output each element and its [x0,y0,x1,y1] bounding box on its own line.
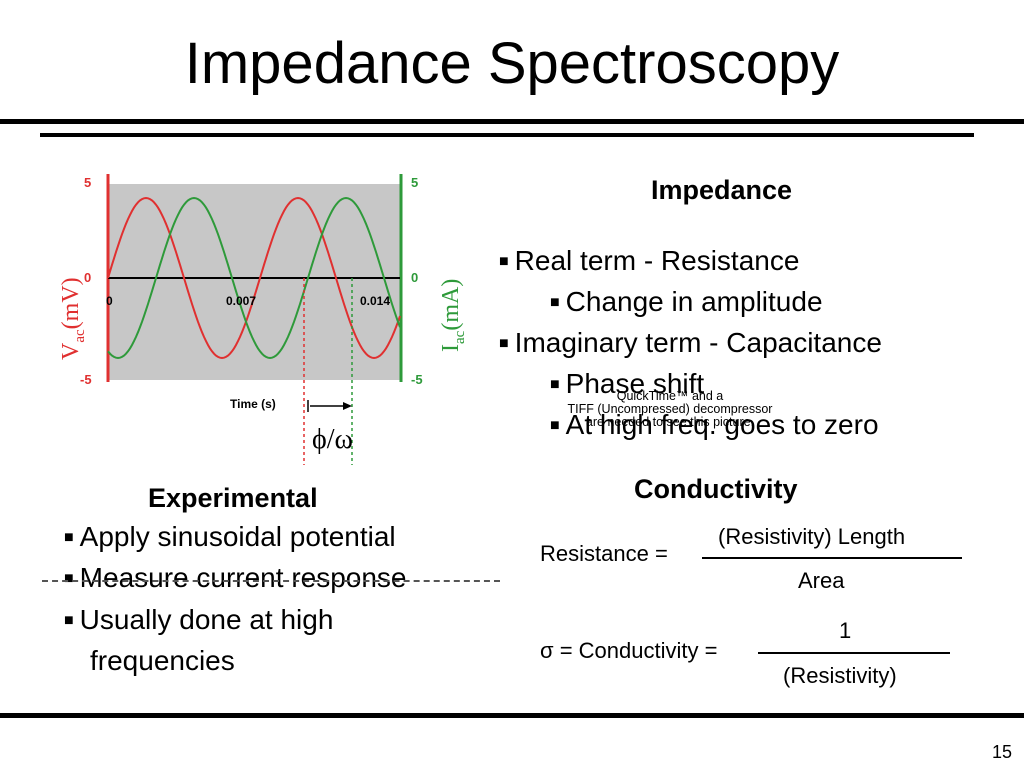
impedance-bullet-5: ■ At high freq. goes to zero [550,408,879,443]
title-divider [0,119,1024,124]
eq1-denominator: Area [798,568,845,593]
eq2-lhs: σ = Conductivity = [540,638,718,663]
plot-area [108,184,400,380]
bullet-square-icon: ■ [64,529,74,546]
sinusoid-figure: ϕ/ω 5 0 -5 5 0 -5 Vac(mV) Iac(mA) 0 0.00… [58,174,468,465]
impedance-heading: Impedance [651,175,793,205]
right-tick-mid: 0 [411,270,418,285]
left-tick-bottom: -5 [80,372,92,387]
footer-divider [0,713,1024,718]
experimental-bullet-3: ■ Usually done at high [64,603,333,638]
bullet-square-icon: ■ [550,376,560,393]
eq1-lhs: Resistance = [540,541,668,566]
content-divider [40,133,974,137]
image-placeholder-line-3: are needed to see this picture. [585,415,755,429]
experimental-bullet-2: ■ Measure current response [64,561,407,596]
dashed-strike-line [42,580,500,582]
impedance-bullet-4: ■ Phase shift [550,367,704,402]
bullet-square-icon: ■ [499,253,509,270]
bullet-square-icon: ■ [550,294,560,311]
eq2-numerator: 1 [839,618,852,643]
bullet-square-icon: ■ [550,417,560,434]
left-tick-mid: 0 [84,270,91,285]
image-placeholder-line-1: QuickTime™ and a [616,389,724,403]
bullet-text: Change in amplitude [565,286,823,317]
experimental-heading: Experimental [148,483,318,513]
experimental-bullet-3-continued: frequencies [90,645,235,676]
experimental-bullet-1: ■ Apply sinusoidal potential [64,520,396,555]
eq2-denominator: (Resistivity) [783,663,897,688]
x-tick-1: 0.007 [226,294,256,308]
phase-arrow-head-right [343,402,352,410]
bullet-square-icon: ■ [64,612,74,629]
bullet-text: Measure current response [79,562,407,593]
impedance-bullet-1: ■ Real term - Resistance [499,244,799,279]
image-placeholder-line-2: TIFF (Uncompressed) decompressor [567,402,773,416]
x-tick-2: 0.014 [360,294,390,308]
bullet-text: Imaginary term - Capacitance [514,327,882,358]
right-tick-top: 5 [411,175,418,190]
left-tick-top: 5 [84,175,91,190]
page-number: 15 [991,742,1012,762]
voltage-wave [107,196,401,360]
impedance-bullet-3: ■ Imaginary term - Capacitance [499,326,882,361]
slide-title: Impedance Spectroscopy [184,31,840,96]
bullet-text: Usually done at high [79,604,334,635]
x-tick-0: 0 [106,294,113,308]
current-wave [107,196,401,360]
phase-label: ϕ/ω [312,424,353,455]
bullet-square-icon: ■ [64,570,74,587]
x-axis-label: Time (s) [230,397,276,411]
bullet-text: At high freq. goes to zero [565,409,879,440]
left-axis-label: Vac(mV) [58,277,88,360]
right-axis-label: Iac(mA) [438,279,468,352]
conductivity-heading: Conductivity [634,474,798,504]
eq2-fraction-bar [758,652,950,654]
bullet-square-icon: ■ [499,335,509,352]
bullet-text: Apply sinusoidal potential [79,521,396,552]
impedance-bullet-2: ■ Change in amplitude [550,285,823,320]
bullet-text: Phase shift [565,368,705,399]
eq1-numerator: (Resistivity) Length [718,524,906,549]
eq1-fraction-bar [702,557,962,559]
bullet-text: Real term - Resistance [514,245,800,276]
right-tick-bottom: -5 [411,372,423,387]
